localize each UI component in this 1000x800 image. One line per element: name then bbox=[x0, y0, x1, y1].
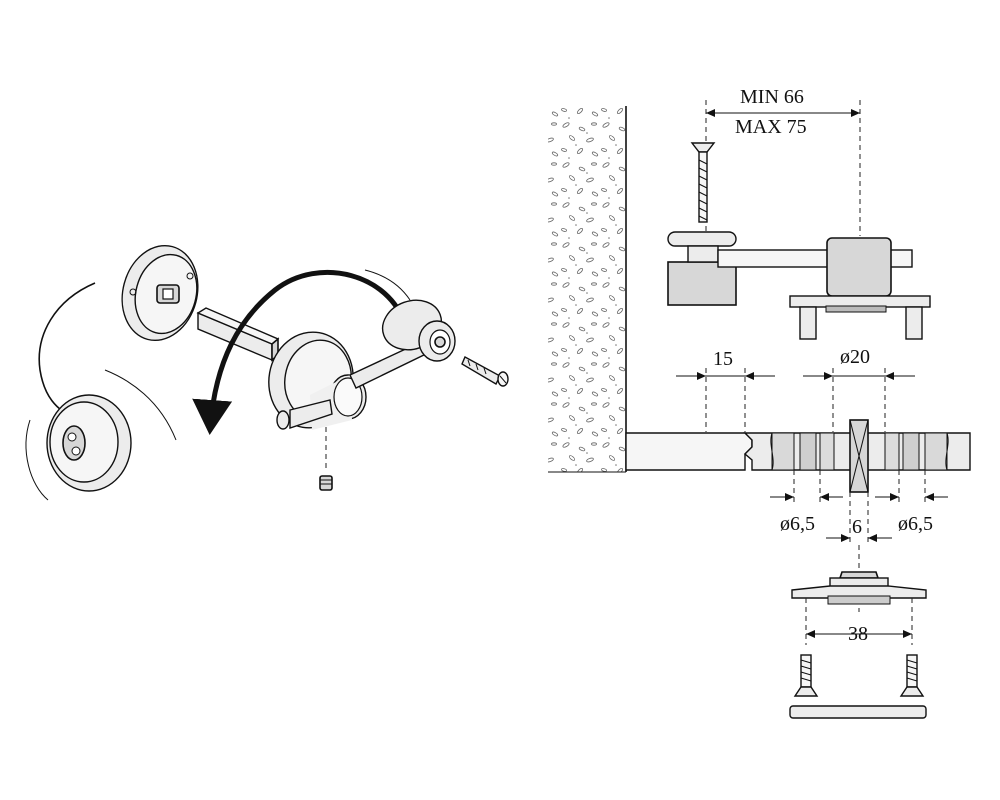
door-leaf-section bbox=[625, 432, 971, 471]
fixing-screw bbox=[461, 356, 509, 387]
countersunk-screw-left bbox=[793, 654, 819, 697]
inner-rosette-side bbox=[791, 545, 927, 612]
rotation-sweep-curve-lower bbox=[25, 419, 49, 501]
dim-spindle-label: 6 bbox=[852, 516, 862, 538]
dim-min-label: MIN 66 bbox=[740, 86, 804, 108]
back-rosette bbox=[121, 244, 199, 342]
cover-plate bbox=[789, 705, 927, 719]
counter-rosette bbox=[381, 299, 456, 362]
emergency-release-disc bbox=[46, 394, 132, 492]
counter-rosette-side bbox=[667, 231, 737, 306]
dim-screw-spacing-label: 38 bbox=[848, 623, 868, 645]
grub-screw bbox=[319, 475, 333, 491]
dim-hole-left-label: ø6,5 bbox=[780, 513, 815, 535]
dim-edge-offset-label: 15 bbox=[713, 348, 733, 370]
exploded-assembly-view bbox=[25, 244, 509, 501]
rotation-arrow bbox=[192, 269, 408, 435]
vertical-screw bbox=[690, 142, 716, 223]
countersunk-screw-right bbox=[899, 654, 925, 697]
dim-max-label: MAX 75 bbox=[735, 116, 807, 138]
thumb-turn-rosette bbox=[268, 331, 367, 430]
dim-rosette-diameter-label: ø20 bbox=[840, 346, 870, 368]
rotation-sweep-curve bbox=[38, 282, 96, 421]
wall-section bbox=[548, 106, 626, 472]
technical-drawing: MIN 66 MAX 75 15 bbox=[548, 86, 971, 719]
dim-hole-right-label: ø6,5 bbox=[898, 513, 933, 535]
thumb-turn-side bbox=[789, 237, 931, 340]
